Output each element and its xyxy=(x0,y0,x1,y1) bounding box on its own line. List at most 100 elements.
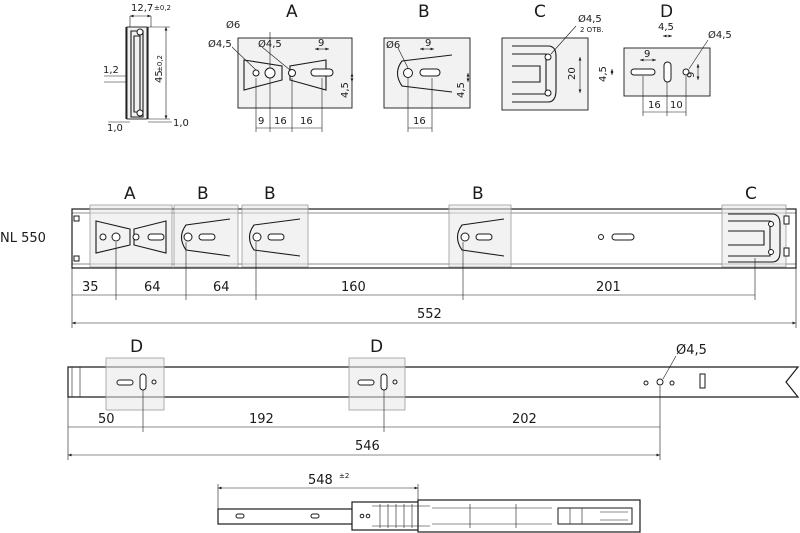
detail-b-w9: 9 xyxy=(425,38,431,49)
extended-length: 548 xyxy=(308,473,333,488)
detail-d-b10: 10 xyxy=(670,100,683,111)
rail-1-end-notch-r1 xyxy=(783,215,790,225)
detail-a-hole-6 xyxy=(264,67,276,79)
detail-d-r9: 9 xyxy=(686,72,697,78)
profile-section: 12,7 ±0,2 45 ±0,2 1,2 1,0 1,0 xyxy=(103,3,189,134)
profile-height-label: 45 xyxy=(154,70,165,83)
extended-oval-2 xyxy=(310,513,320,519)
rail-1-end-notch-bottom xyxy=(73,255,80,262)
zone-b3-slot xyxy=(456,218,505,257)
detail-b-b16: 16 xyxy=(413,116,426,127)
detail-a-d6: Ø6 xyxy=(226,19,240,31)
detail-b-d6: Ø6 xyxy=(386,39,400,51)
profile-ball-bottom xyxy=(136,109,144,117)
detail-b-letter: B xyxy=(418,2,430,22)
rail-2-total: 546 xyxy=(355,439,380,454)
extended-outer-detail xyxy=(432,504,552,528)
zone-letter-c: C xyxy=(745,184,757,204)
rail-1-dim-201: 201 xyxy=(596,280,621,295)
rail-2-end-left xyxy=(71,367,81,397)
zone-letter-b1: B xyxy=(197,184,209,204)
detail-c-hole-bottom xyxy=(544,89,552,97)
zone-c-rail1 xyxy=(721,204,787,268)
profile-t2-label: 1,0 xyxy=(107,123,123,134)
detail-d-d45: Ø4,5 xyxy=(708,29,732,41)
detail-d: D 4,5 Ø4,5 9 4,5 9 16 10 xyxy=(598,2,732,116)
rail-2-dim-192: 192 xyxy=(249,412,274,427)
rail-1-end-notch-r2 xyxy=(783,247,790,257)
extended-slide: 548 ±2 xyxy=(217,472,641,533)
detail-b-slot xyxy=(396,54,453,93)
rail-2: D D Ø4,5 50 192 202 546 xyxy=(67,337,800,460)
profile-ball-top xyxy=(136,28,144,36)
detail-a: A Ø6 Ø4,5 Ø4,5 9 4,5 9 16 16 xyxy=(208,2,354,132)
detail-a-w9: 9 xyxy=(318,38,324,49)
detail-a-h45: 4,5 xyxy=(340,82,351,98)
zone-d1-oval-v xyxy=(139,373,147,391)
rail-1-dim-64b: 64 xyxy=(213,280,230,295)
zone-c-hole-top xyxy=(768,221,774,227)
zone-d2-oval-v xyxy=(380,373,388,391)
zone-letter-b3: B xyxy=(472,184,484,204)
zone-b1-hole xyxy=(183,232,193,242)
detail-c-hole-top xyxy=(544,53,552,61)
detail-a-b16b: 16 xyxy=(300,116,313,127)
profile-width-tol: ±0,2 xyxy=(154,4,171,12)
rail-1-total: 552 xyxy=(417,307,442,322)
zone-d2-hole xyxy=(392,379,398,385)
zone-c-hole-bottom xyxy=(768,249,774,255)
detail-d-t45: 4,5 xyxy=(658,22,674,33)
profile-height-tol: ±0,2 xyxy=(156,55,164,72)
detail-d-hole xyxy=(682,68,690,76)
zone-c-slots xyxy=(728,213,781,263)
zone-b3-hole xyxy=(460,232,470,242)
zone-b3-oval xyxy=(475,233,493,241)
extended-ball-cage xyxy=(372,504,430,528)
zone-d2-oval-h xyxy=(357,379,375,386)
rail-2-dim-202: 202 xyxy=(512,412,537,427)
profile-width-label: 12,7 xyxy=(131,3,153,14)
zone-b2-oval xyxy=(267,233,285,241)
zone-a-oval xyxy=(147,233,165,241)
detail-a-oval xyxy=(310,68,334,77)
detail-a-d45-right: Ø4,5 xyxy=(258,38,282,50)
detail-c-slots xyxy=(512,45,557,103)
extended-hole-2 xyxy=(365,513,371,519)
zone-b2-hole xyxy=(252,232,262,242)
detail-d-l45: 4,5 xyxy=(598,66,609,82)
rail-1-mid-hole xyxy=(598,234,604,240)
detail-d-b16: 16 xyxy=(648,100,661,111)
profile-t3-label: 1,0 xyxy=(173,118,189,129)
detail-d-letter: D xyxy=(660,2,673,22)
detail-d-w9: 9 xyxy=(644,49,650,60)
detail-d-oval-v xyxy=(663,61,672,83)
zone-d2-rail2 xyxy=(348,357,406,411)
extended-tol: ±2 xyxy=(339,472,349,480)
zone-b1-oval xyxy=(198,233,216,241)
detail-b-h45: 4,5 xyxy=(456,82,467,98)
rail-1-dim-160: 160 xyxy=(341,280,366,295)
zone-b3-rail1 xyxy=(448,204,512,268)
rail-1: NL 550 A B B B C xyxy=(0,184,797,328)
extended-hole-1 xyxy=(359,513,365,519)
detail-b-oval xyxy=(419,68,441,77)
rail-2-body xyxy=(67,366,800,398)
zone-d1-hole xyxy=(151,379,157,385)
detail-b: B Ø6 9 4,5 16 xyxy=(383,2,471,132)
extended-bracket-detail xyxy=(569,508,628,524)
detail-a-slots xyxy=(243,59,327,91)
zone-letter-b2: B xyxy=(264,184,276,204)
detail-c-d45: Ø4,5 xyxy=(578,13,602,25)
extended-oval-1 xyxy=(235,513,245,519)
zone-a-hole-1 xyxy=(99,233,107,241)
zone-b2-slot xyxy=(248,218,301,257)
rail-1-end-notch-top xyxy=(73,215,80,222)
zone-a-hole-2 xyxy=(111,232,121,242)
profile-body xyxy=(126,26,148,120)
rail-1-dim-35: 35 xyxy=(82,280,99,295)
zone-letter-d2: D xyxy=(370,337,383,357)
detail-c: C Ø4,5 2 ОТВ. 20 xyxy=(501,2,604,111)
zone-d1-oval-h xyxy=(116,379,134,386)
detail-c-plate xyxy=(501,37,589,111)
rail-2-slot xyxy=(699,373,706,389)
